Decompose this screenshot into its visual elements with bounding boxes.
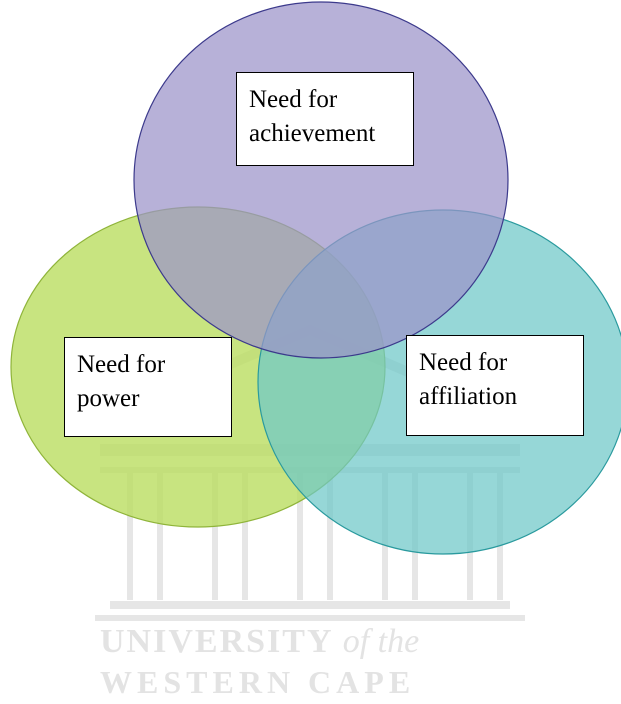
- watermark-western-cape: WESTERN CAPE: [100, 664, 416, 700]
- achievement-circle: [133, 1, 509, 359]
- power-label-line1: Need for: [77, 351, 166, 378]
- achievement-label: Need for achievement: [236, 72, 414, 166]
- affiliation-label-line1: Need for: [419, 349, 508, 376]
- power-label: Need for power: [64, 337, 232, 437]
- power-label-line2: power: [77, 385, 140, 412]
- affiliation-label: Need for affiliation: [406, 335, 584, 436]
- achievement-label-line1: Need for: [249, 86, 338, 113]
- watermark-university: UNIVERSITY of the: [100, 623, 420, 660]
- affiliation-label-line2: affiliation: [419, 383, 518, 410]
- achievement-label-line2: achievement: [249, 120, 376, 147]
